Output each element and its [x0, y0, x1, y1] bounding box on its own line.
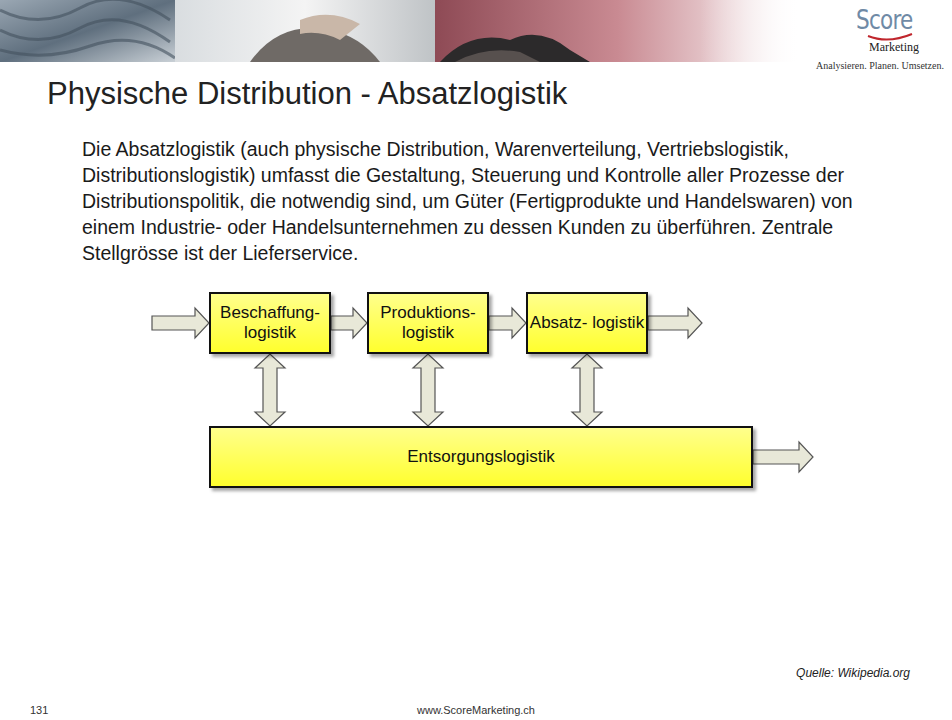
block-arrow — [255, 354, 285, 426]
block-arrow — [489, 308, 526, 338]
body-text: Die Absatzlogistik (auch physische Distr… — [82, 136, 882, 266]
slide-title: Physische Distribution - Absatzlogistik — [47, 76, 567, 112]
block-arrow — [413, 354, 443, 426]
process-box: Entsorgungslogistik — [209, 426, 753, 488]
page-number: 131 — [30, 704, 48, 716]
logo-subword: Marketing — [869, 40, 919, 55]
source-note: Quelle: Wikipedia.org — [796, 666, 910, 680]
process-box: Beschaffung- logistik — [209, 292, 331, 354]
tagline: Analysieren. Planen. Umsetzen. — [816, 60, 944, 71]
block-arrow — [572, 354, 602, 426]
footer-url: www.ScoreMarketing.ch — [400, 704, 552, 716]
box-label: Produktions- logistik — [369, 303, 487, 343]
block-arrow — [331, 308, 367, 338]
box-label: Beschaffung- logistik — [211, 303, 329, 343]
output-arrow — [648, 308, 702, 338]
box-label: Absatz- logistik — [530, 313, 644, 333]
logo-word: Score — [856, 4, 913, 35]
output-arrow — [753, 442, 813, 472]
process-box: Absatz- logistik — [526, 292, 648, 354]
process-box: Produktions- logistik — [367, 292, 489, 354]
box-label: Entsorgungslogistik — [407, 447, 554, 467]
input-arrow — [152, 308, 209, 338]
